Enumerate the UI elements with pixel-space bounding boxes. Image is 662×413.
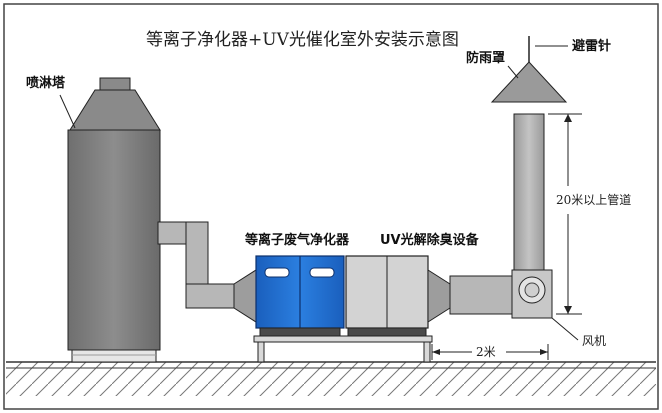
- spray-tower: [67, 77, 161, 363]
- exhaust-pipe: [513, 113, 545, 271]
- lightning-rod-label: 避雷针: [572, 38, 611, 54]
- ground: [6, 361, 656, 396]
- window-icon: [264, 267, 290, 278]
- outlet-duct: [427, 269, 513, 323]
- equipment-stand: [253, 335, 433, 363]
- fan: [511, 269, 553, 319]
- uv-device: [345, 255, 429, 337]
- distance-dimension: [431, 344, 549, 360]
- pipe-height-label: 20米以上管道: [556, 192, 631, 207]
- spray-tower-label: 喷淋塔: [26, 75, 66, 91]
- plasma-purifier-label: 等离子废气净化器: [244, 232, 350, 248]
- spray-tower-leader: [59, 94, 76, 129]
- inlet-duct: [157, 221, 257, 323]
- rain-cap-leader: [507, 65, 519, 79]
- rain-cap: [490, 61, 568, 103]
- uv-device-label: UV光解除臭设备: [380, 232, 480, 248]
- fan-leader: [551, 317, 579, 341]
- distance-label: 2米: [476, 345, 496, 359]
- fan-label: 风机: [582, 334, 606, 348]
- height-dimension: [548, 113, 582, 315]
- plasma-purifier: [255, 255, 345, 337]
- diagram-title: 等离子净化器+UV光催化室外安装示意图: [146, 30, 459, 50]
- rain-cap-label: 防雨罩: [466, 50, 505, 66]
- window-icon: [309, 267, 335, 278]
